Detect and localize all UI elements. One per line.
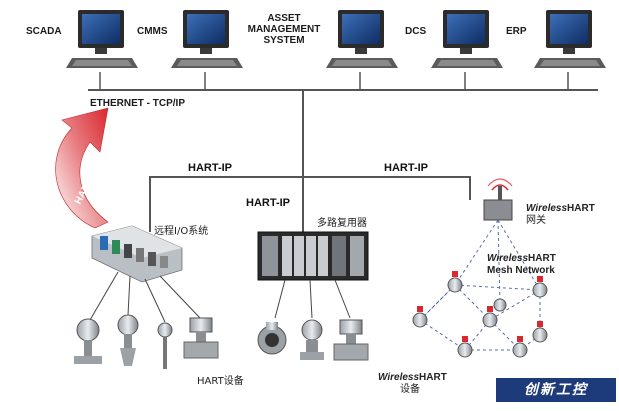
hart-field-device: [117, 314, 139, 366]
system-label-cmms: CMMS: [137, 26, 168, 37]
wireless-device: [447, 271, 463, 293]
system-label-dcs: DCS: [405, 26, 427, 37]
workstation-cmms: [171, 10, 243, 68]
wireless-gateway-device: [483, 178, 513, 221]
multiplexer-device: [257, 231, 369, 281]
ethernet-backbone: [88, 72, 598, 91]
mesh-links: [419, 219, 541, 351]
system-label-asset-management: ASSET MANAGEMENT SYSTEM: [247, 13, 321, 46]
workstation-asset-management: [326, 10, 398, 68]
wireless-device: [482, 306, 498, 328]
gateway-brand: Wireless: [526, 203, 568, 214]
hart-devices-label: HART设备: [197, 376, 244, 387]
mesh-brand: Wireless: [487, 253, 529, 264]
gateway-suffix: HART: [567, 203, 595, 214]
workstation-scada: [66, 10, 138, 68]
hart-field-device: [157, 322, 173, 369]
gateway-sub: 网关: [526, 215, 546, 226]
wireless-devices-label: WirelessHART 设备: [378, 372, 447, 396]
wireless-device: [412, 306, 428, 328]
system-label-erp: ERP: [506, 26, 527, 37]
remote-io-field-wiring: [89, 271, 201, 323]
hart-ip-label-left: HART-IP: [188, 162, 232, 174]
wireless-device: [512, 336, 528, 358]
hart-ip-label-right: HART-IP: [384, 162, 428, 174]
wireless-device: [532, 321, 548, 343]
wireless-devices-sub: 设备: [400, 384, 420, 395]
mesh-line2: Mesh Network: [487, 265, 555, 276]
wireless-devices-suffix: HART: [419, 372, 447, 383]
hart-field-device: [74, 318, 102, 364]
hart-ip-links: [149, 90, 471, 232]
hart-field-device: [300, 319, 324, 360]
watermark-logo: 创新工控: [496, 378, 616, 402]
wireless-device: [457, 336, 473, 358]
hart-field-device: [183, 317, 219, 359]
workstation-erp: [534, 10, 606, 68]
hart-data-arrow: [55, 107, 109, 229]
wireless-devices-brand: Wireless: [378, 372, 420, 383]
mux-field-wiring: [274, 279, 351, 319]
wireless-device: [532, 276, 548, 298]
mesh-suffix: HART: [528, 253, 556, 264]
mesh-label: WirelessHART Mesh Network: [487, 253, 556, 277]
hart-field-device: [257, 322, 287, 355]
gateway-label: WirelessHART 网关: [526, 203, 595, 227]
workstation-dcs: [431, 10, 503, 68]
wireless-device: [493, 298, 507, 312]
hart-ip-label-center: HART-IP: [246, 197, 290, 209]
hart-field-device: [333, 319, 369, 361]
remote-io-label: 远程I/O系统: [154, 226, 209, 237]
system-label-scada: SCADA: [26, 26, 62, 37]
multiplexer-label: 多路复用器: [317, 218, 367, 229]
remote-io-device: [91, 225, 183, 283]
ethernet-label: ETHERNET - TCP/IP: [90, 98, 186, 109]
